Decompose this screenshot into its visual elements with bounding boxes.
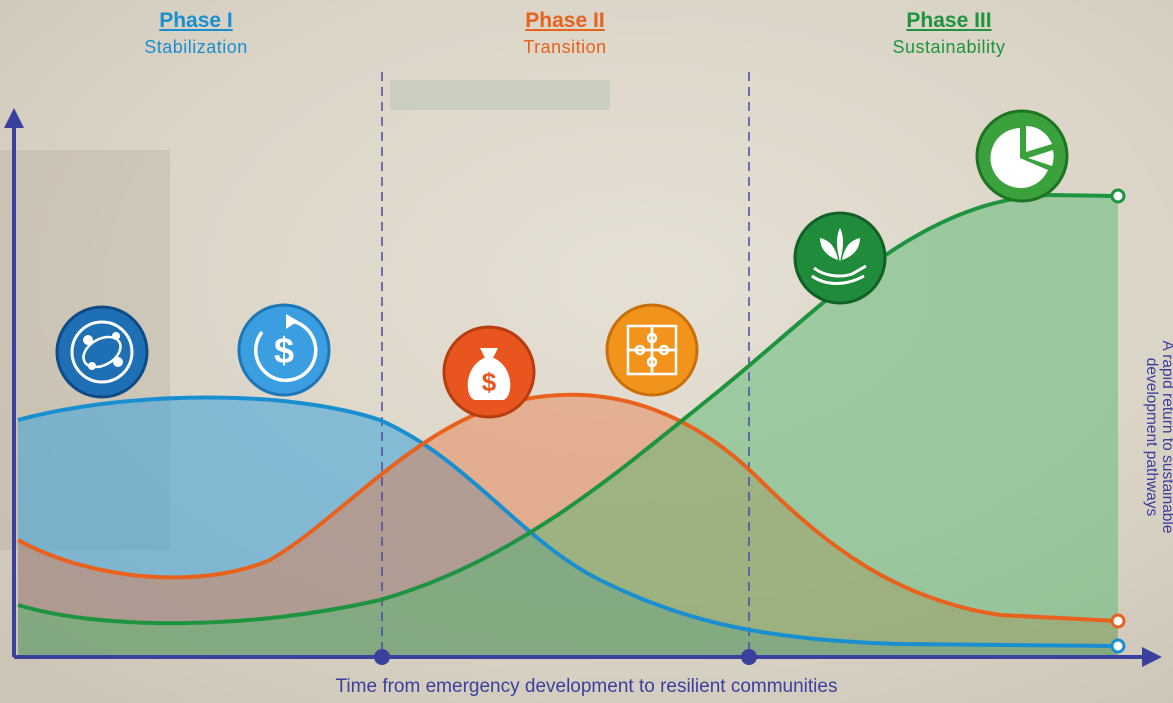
phase-1-subtitle: Stabilization (144, 37, 248, 57)
blue-curve-end-marker (1110, 638, 1126, 654)
phase-3-heading: Phase III Sustainability (799, 8, 1099, 60)
phase-1-title: Phase I (159, 9, 233, 32)
money-bag-icon: $ (442, 325, 536, 419)
phase-2-subtitle: Transition (523, 37, 607, 57)
dollar-cycle-icon: $ (237, 303, 331, 397)
pie-chart-icon (975, 109, 1069, 203)
x-axis-phase-marker-2 (741, 649, 757, 665)
svg-text:$: $ (274, 330, 294, 371)
green-curve-end-marker (1110, 188, 1126, 204)
blue-curve (17, 395, 1119, 648)
background-window (390, 80, 610, 110)
phase-3-subtitle: Sustainability (892, 37, 1006, 57)
puzzle-pieces-icon (605, 303, 699, 397)
plant-in-hand-icon (793, 211, 887, 305)
phase-3-title: Phase III (906, 9, 992, 32)
svg-text:$: $ (482, 367, 497, 397)
side-label-text: A rapid return to sustainable developmen… (1143, 340, 1173, 534)
phase-1-heading: Phase I Stabilization (46, 8, 346, 60)
x-axis-label: Time from emergency development to resil… (335, 676, 838, 697)
side-label: A rapid return to sustainable developmen… (1141, 297, 1173, 577)
phase-2-title: Phase II (525, 9, 605, 32)
network-orbit-icon (55, 305, 149, 399)
phase-2-heading: Phase II Transition (415, 8, 715, 60)
green-curve-area (18, 195, 1118, 657)
blue-curve-area (18, 397, 1118, 657)
orange-curve-end-marker (1110, 613, 1126, 629)
green-curve (17, 192, 1119, 626)
x-axis-phase-marker-1 (374, 649, 390, 665)
